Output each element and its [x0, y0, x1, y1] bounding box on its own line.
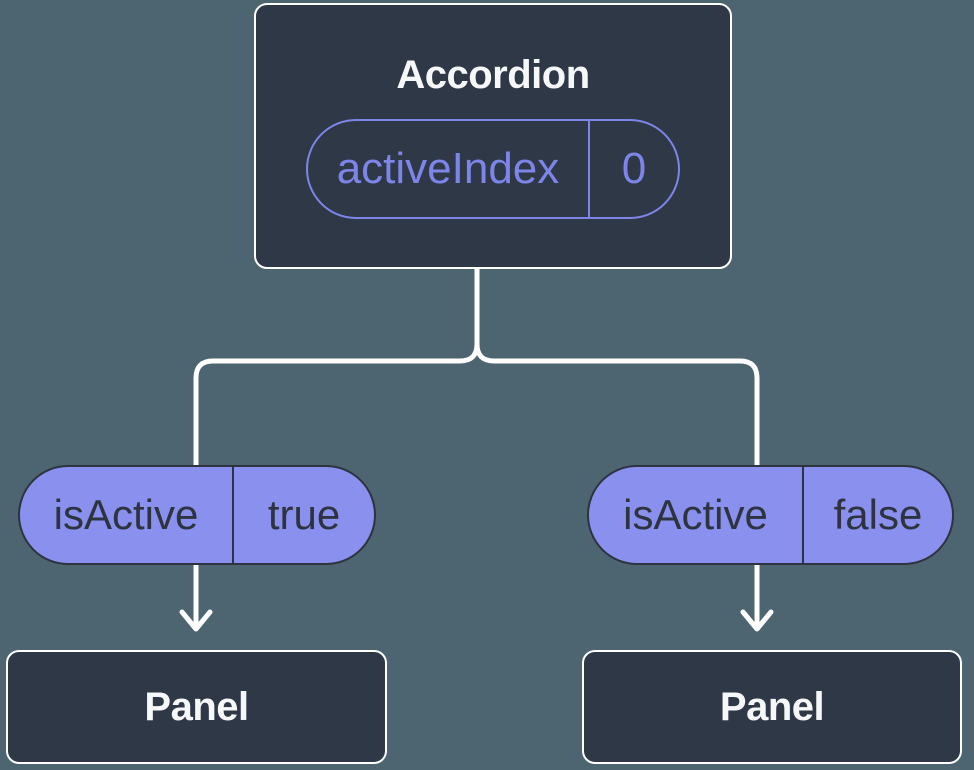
is-active-false-prop-pill: isActive false — [587, 465, 954, 565]
prop-name-label: isActive — [623, 491, 768, 538]
prop-value-label: true — [232, 467, 374, 563]
panel-node-left: Panel — [6, 650, 387, 764]
active-index-prop-pill: activeIndex 0 — [306, 119, 680, 219]
panel-node-title: Panel — [719, 684, 825, 729]
accordion-node-title: Accordion — [396, 53, 590, 97]
arrowhead-right-icon — [740, 609, 774, 632]
arrowhead-left-icon — [179, 609, 213, 632]
branch-left-line — [193, 266, 480, 627]
prop-value-label: false — [802, 467, 952, 563]
is-active-true-prop-pill: isActive true — [18, 465, 376, 565]
branch-right-line — [474, 266, 760, 627]
prop-name-label: isActive — [53, 491, 199, 538]
panel-node-title: Panel — [144, 684, 249, 729]
accordion-node: Accordion activeIndex 0 — [254, 3, 732, 269]
panel-node-right: Panel — [582, 650, 962, 764]
prop-name-label: activeIndex — [336, 144, 560, 193]
prop-value-label: 0 — [588, 121, 678, 217]
